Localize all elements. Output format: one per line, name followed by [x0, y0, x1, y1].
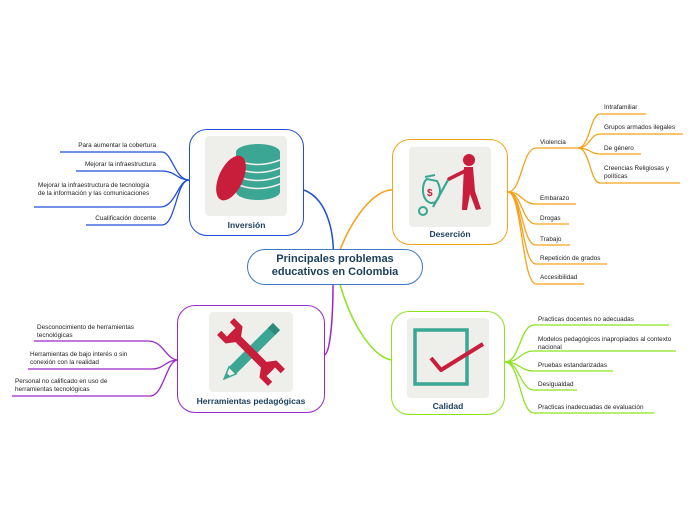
- inversion-item[interactable]: Para aumentar la cobertura: [78, 142, 156, 149]
- calidad-item[interactable]: Practicas docentes no adecuadas: [538, 316, 634, 323]
- desercion-item[interactable]: Repetición de grados: [540, 255, 601, 262]
- desercion-item[interactable]: Trabajo: [540, 236, 562, 243]
- node-calidad[interactable]: Calidad: [391, 311, 505, 415]
- svg-text:$: $: [427, 188, 433, 199]
- inversion-illustration: [205, 136, 287, 216]
- calidad-title: Calidad: [432, 401, 464, 411]
- desercion-item[interactable]: Embarazo: [540, 195, 570, 202]
- violencia-item[interactable]: Intrafamiliar: [604, 104, 638, 111]
- herramientas-item[interactable]: Personal no calificado en uso de herrami…: [15, 378, 108, 393]
- inversion-item[interactable]: Cualificación docente: [95, 215, 156, 222]
- violencia-item[interactable]: De género: [604, 145, 634, 152]
- desercion-illustration: $: [409, 147, 491, 227]
- node-desercion[interactable]: $ Deserción: [392, 139, 508, 245]
- connector-center-herramientas: [323, 283, 334, 356]
- calidad-item[interactable]: Desigualdad: [538, 381, 574, 388]
- checkbox-icon: [413, 328, 485, 386]
- node-inversion[interactable]: Inversión: [189, 129, 304, 236]
- connector-center-calidad: [339, 283, 392, 361]
- herramientas-illustration: [209, 312, 293, 392]
- desercion-item[interactable]: Accesibilidad: [540, 274, 578, 281]
- desercion-item-violencia[interactable]: Violencia: [540, 139, 566, 146]
- node-herramientas-pedagogicas[interactable]: Herramientas pedagógicas: [177, 305, 325, 413]
- inversion-item[interactable]: Mejorar la infraestructura: [84, 161, 156, 168]
- herramientas-title: Herramientas pedagógicas: [196, 396, 306, 406]
- violencia-item[interactable]: Grupos armados ilegales: [604, 124, 676, 131]
- calidad-item[interactable]: Pruebas estandarizadas: [538, 362, 607, 369]
- calidad-illustration: [407, 318, 489, 398]
- central-topic[interactable]: Principales problemas educativos en Colo…: [247, 249, 423, 285]
- coins-icon: [216, 144, 281, 201]
- person-pushing-cart-icon: $: [418, 154, 481, 216]
- herramientas-item[interactable]: Herramientas de bajo interés o sin conex…: [30, 351, 128, 366]
- inversion-title: Inversión: [227, 220, 266, 230]
- violencia-item[interactable]: Creencias Religiosas y políticas: [604, 165, 669, 180]
- central-topic-title: Principales problemas educativos en Colo…: [271, 253, 399, 278]
- desercion-title: Deserción: [429, 229, 471, 239]
- herramientas-item[interactable]: Desconocimiento de herramientas tecnológ…: [37, 324, 134, 339]
- inversion-item[interactable]: Mejorar la infraestructura de tecnología…: [38, 182, 150, 197]
- calidad-item[interactable]: Modelos pedagógicos inapropiados al cont…: [538, 336, 672, 351]
- desercion-item[interactable]: Drogas: [540, 215, 561, 222]
- calidad-item[interactable]: Practicas inadecuadas de evaluación: [538, 404, 644, 411]
- wrench-pencil-icon: [217, 318, 285, 386]
